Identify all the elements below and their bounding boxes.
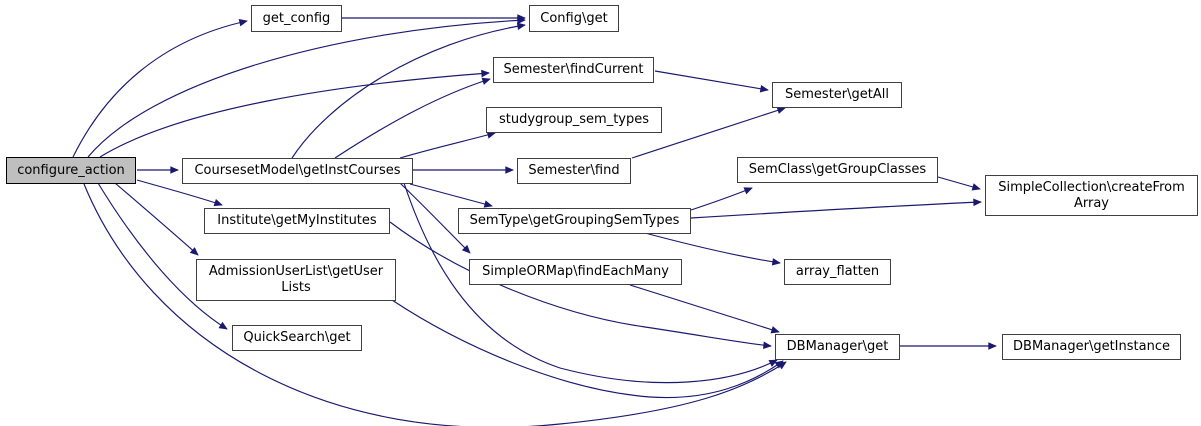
edge-configure-action-to-quicksearch [97,182,228,330]
node-config-get-label: Config\get [540,10,608,26]
node-semtype-getgroupingsemtypes[interactable]: SemType\getGroupingSemTypes [458,208,691,234]
edge-coursesetmodel-to-simpleormap [399,182,471,254]
node-config-get[interactable]: Config\get [529,5,619,32]
edge-configure-action-to-config-get [87,16,526,158]
edge-coursesetmodel-to-config-get [291,22,526,159]
node-semester-find[interactable]: Semester\find [517,158,631,184]
node-dbmanager-get-label: DBManager\get [786,339,889,355]
edge-admissionuserlist-to-dbmanager-get [391,299,784,399]
node-dbmanager-getinstance-label: DBManager\getInstance [1013,339,1170,355]
edge-semtype-to-simplecollection [690,198,982,219]
edge-semester-find-to-semester-getall [631,106,786,159]
edge-coursesetmodel-to-semtype [409,183,493,208]
node-simplecollection-createfromarray-label: SimpleCollection\createFrom Array [998,179,1185,211]
node-quicksearch-get-label: QuickSearch\get [243,330,351,346]
edge-configure-action-to-admissionuserlist [114,182,199,256]
node-coursesetmodel-getinstcourses[interactable]: CoursesetModel\getInstCourses [182,158,413,184]
edge-configure-action-to-semester-findcurrent [99,69,490,158]
node-semester-findcurrent-label: Semester\findCurrent [503,62,644,78]
node-semester-find-label: Semester\find [528,163,620,179]
node-dbmanager-get[interactable]: DBManager\get [775,334,900,360]
node-institute-getmyinstitutes-label: Institute\getMyInstitutes [217,213,377,229]
node-studygroup-sem-types-label: studygroup_sem_types [498,112,650,128]
node-coursesetmodel-getinstcourses-label: CoursesetModel\getInstCourses [194,163,401,179]
node-simplecollection-createfromarray[interactable]: SimpleCollection\createFrom Array [985,175,1198,216]
node-semester-findcurrent[interactable]: Semester\findCurrent [493,57,654,83]
edge-coursesetmodel-to-studygroup-sem-types [399,131,496,159]
edge-semtype-to-array-flatten [644,232,781,266]
edge-coursesetmodel-to-semester-findcurrent [334,77,491,159]
node-institute-getmyinstitutes[interactable]: Institute\getMyInstitutes [204,208,390,234]
node-semester-getall-label: Semester\getAll [785,87,889,103]
edge-configure-action-to-institute [136,179,223,207]
node-admissionuserlist-getuserlists[interactable]: AdmissionUserList\getUser Lists [196,259,396,301]
node-semclass-getgroupclasses-label: SemClass\getGroupClasses [748,162,927,178]
edge-semtype-to-semclass [690,187,753,211]
node-semester-getall[interactable]: Semester\getAll [772,82,902,108]
node-simpleormap-findeachmany[interactable]: SimpleORMap\findEachMany [469,259,682,285]
node-array-flatten-label: array_flatten [795,264,880,280]
edge-simpleormap-to-dbmanager-get [629,284,780,334]
node-get-config-label: get_config [262,10,331,26]
node-configure-action[interactable]: configure_action [6,157,136,184]
node-quicksearch-get[interactable]: QuickSearch\get [232,325,362,351]
node-studygroup-sem-types[interactable]: studygroup_sem_types [486,107,662,133]
node-array-flatten[interactable]: array_flatten [784,259,891,285]
node-dbmanager-getinstance[interactable]: DBManager\getInstance [1002,334,1181,360]
node-semclass-getgroupclasses[interactable]: SemClass\getGroupClasses [737,157,938,183]
edge-semester-findcurrent-to-semester-getall [654,70,769,93]
edge-institute-to-dbmanager-get [389,221,772,349]
edge-configure-action-to-dbmanager-get [83,183,787,426]
edge-semclass-to-simplecollection [937,176,981,191]
node-configure-action-label: configure_action [17,162,125,178]
node-admissionuserlist-getuserlists-label: AdmissionUserList\getUser Lists [208,264,384,295]
node-semtype-getgroupingsemtypes-label: SemType\getGroupingSemTypes [469,213,680,229]
node-simpleormap-findeachmany-label: SimpleORMap\findEachMany [482,264,669,280]
node-get-config[interactable]: get_config [251,5,342,32]
edge-configure-action-to-get-config [72,18,248,158]
